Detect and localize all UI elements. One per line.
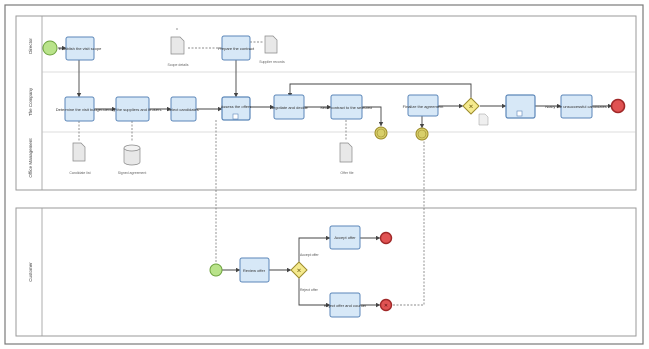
task-accept-offer[interactable]: Accept offer [329,225,361,250]
task-review-offer[interactable]: Review offer [239,257,270,283]
task-identify-suppliers[interactable]: Identify the suppliers and brokers [103,96,162,122]
task-subprocess[interactable] [505,94,536,119]
gateway-main[interactable]: ✕ [462,97,480,115]
task-identify-suppliers-box [115,96,150,122]
intermediate-event-1-inner [376,128,386,138]
database-icon-top [123,144,141,152]
data-object-offer[interactable]: Offer file [339,142,354,175]
task-determine-budget[interactable]: Determine the visit budget [56,96,103,122]
flow-loop-top [287,83,472,98]
artifacts: Scope details Supplier records Candidate… [69,35,489,175]
artifact-label-agreement: Signed agreement [118,171,147,175]
task-determine-budget-label: Determine the visit budget [56,107,103,112]
task-finalize-box [407,94,439,117]
task-send-contract-label: Send contract to the selected [320,105,372,110]
msg-end3-int2 [386,140,425,306]
task-assess-offers[interactable]: Assess the offers [221,96,252,121]
gateways: ✕ ✕ [290,97,480,279]
artifact-label-suppliers: Supplier records [259,60,285,64]
lane-label-customer: Customer [28,262,33,282]
task-assess-offers-label: Assess the offers [221,104,252,109]
edge-label-reject: Reject offer [300,288,319,292]
task-accept-offer-box [329,225,361,250]
task-identify-suppliers-label: Identify the suppliers and brokers [103,107,162,112]
subprocess-marker-icon [232,113,239,120]
end-event-main[interactable] [610,98,626,114]
message-flows [78,28,425,306]
pool-main: Director The Company Office Management [15,15,637,191]
end-event-accept[interactable] [379,231,393,245]
pool-second: Customer [15,207,637,337]
task-accept-offer-label: Accept offer [334,235,356,240]
database-icon [123,148,141,166]
task-finalize-label: Finalize the agreement [403,104,445,109]
data-object-scope[interactable]: Scope details [167,36,189,67]
lane-label-office: Office Management [28,138,33,178]
artifact-label-candidates: Candidate list [69,171,90,175]
task-subprocess-box [505,94,536,119]
document-icon [478,113,489,126]
task-send-contract[interactable]: Send contract to the selected [320,94,372,120]
data-object-gateway-note [478,113,489,126]
lane-label-company: The Company [28,87,33,116]
task-select-candidates[interactable]: Select candidates [167,96,199,122]
document-icon [72,142,86,162]
flow-gw2-t13 [298,235,331,262]
task-director-label: Prepare the contract [218,46,255,51]
task-director-box [221,35,251,61]
start-event-customer[interactable] [209,263,223,277]
data-object-candidates[interactable]: Candidate list [69,142,91,175]
data-store-agreement[interactable]: Signed agreement [118,144,147,175]
events: ✕ [42,40,626,312]
intermediate-event-2-inner [417,129,427,139]
document-icon [339,142,353,163]
task-notify-unsuccessful-label: Notify the unsuccessful candidates [545,104,607,109]
task-select-candidates-label: Select candidates [167,107,199,112]
task-reject-offer[interactable]: Reject offer and counter [324,292,367,318]
artifact-label-offer: Offer file [340,171,353,175]
gateway-customer[interactable]: ✕ [290,261,308,279]
start-event-main[interactable] [42,40,58,56]
task-assess-offers-box [221,96,251,121]
task-establish-scope-label: Establish the visit scope [59,46,102,51]
document-icon [264,35,278,54]
task-establish-scope[interactable]: Establish the visit scope [59,36,102,61]
flow-gw2-t14 [298,278,331,308]
data-object-suppliers[interactable]: Supplier records [259,35,285,64]
end-event-reject[interactable] [379,298,393,312]
sequence-flows [58,45,613,308]
pool-main-border [15,15,637,191]
subprocess-marker-icon [516,110,523,117]
document-icon [170,36,185,55]
gateway-main-mark: ✕ [468,104,473,111]
lane-label-director: Director [28,38,33,54]
task-director[interactable]: Prepare the contract [218,35,255,61]
task-finalize[interactable]: Finalize the agreement [403,94,445,117]
gateway-customer-mark: ✕ [296,268,301,275]
gateway-main-shape [462,97,480,115]
task-reject-offer-box [329,292,361,318]
task-determine-budget-box [64,96,95,122]
task-negotiate-box [273,94,305,120]
task-send-contract-box [330,94,363,120]
task-review-offer-label: Review offer [243,268,266,273]
end-event-reject-mark: ✕ [384,303,388,309]
task-negotiate[interactable]: Negotiate and decide [270,94,309,120]
task-review-offer-box [239,257,270,283]
flow-t7-int1 [362,106,384,127]
task-reject-offer-label: Reject offer and counter [324,303,367,308]
artifact-label-scope: Scope details [167,63,188,67]
task-select-candidates-box [170,96,197,122]
tasks: Establish the visit scope Determine the … [56,35,607,318]
edge-label-accept: Accept offer [300,253,319,257]
task-notify-unsuccessful[interactable]: Notify the unsuccessful candidates [545,94,607,119]
task-notify-unsuccessful-box [560,94,593,119]
task-negotiate-label: Negotiate and decide [270,105,309,110]
pool-second-border [15,207,637,337]
gateway-customer-shape [290,261,308,279]
task-establish-scope-box [65,36,95,61]
